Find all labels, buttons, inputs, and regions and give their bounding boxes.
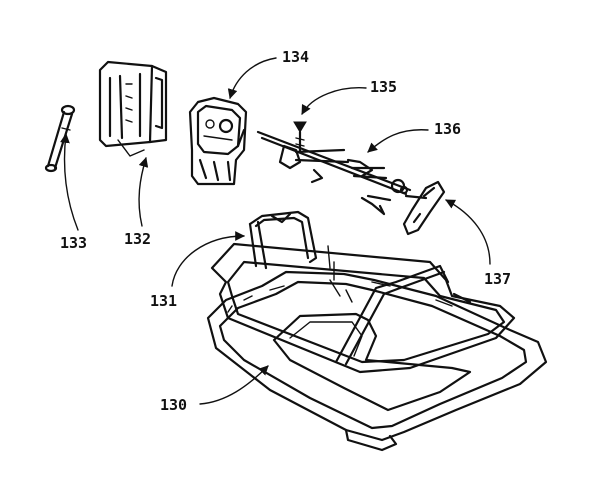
bracket-132-drawing	[98, 60, 168, 157]
leader-137	[445, 199, 491, 265]
spit-136-drawing	[256, 130, 412, 216]
label-131: 131	[150, 292, 177, 310]
leader-136	[367, 129, 429, 153]
pin-133-drawing	[44, 104, 76, 173]
label-132: 132	[124, 230, 151, 248]
rack-131-drawing	[210, 210, 516, 374]
label-137: 137	[484, 270, 511, 288]
label-134: 134	[282, 48, 309, 66]
leader-133	[60, 133, 79, 231]
label-133: 133	[60, 234, 87, 252]
handle-137-drawing	[402, 180, 446, 236]
leader-130	[199, 365, 269, 405]
leader-131	[171, 231, 245, 287]
leader-134	[227, 57, 277, 99]
leader-132	[138, 157, 149, 227]
motor-134-drawing	[188, 96, 248, 186]
leader-lines	[60, 57, 491, 405]
reference-labels: 133 132 134 135 136 137 131 130	[60, 48, 511, 414]
label-135: 135	[370, 78, 397, 96]
pan-130-drawing	[206, 270, 548, 452]
label-136: 136	[434, 120, 461, 138]
label-130: 130	[160, 396, 187, 414]
leader-135	[301, 87, 367, 115]
